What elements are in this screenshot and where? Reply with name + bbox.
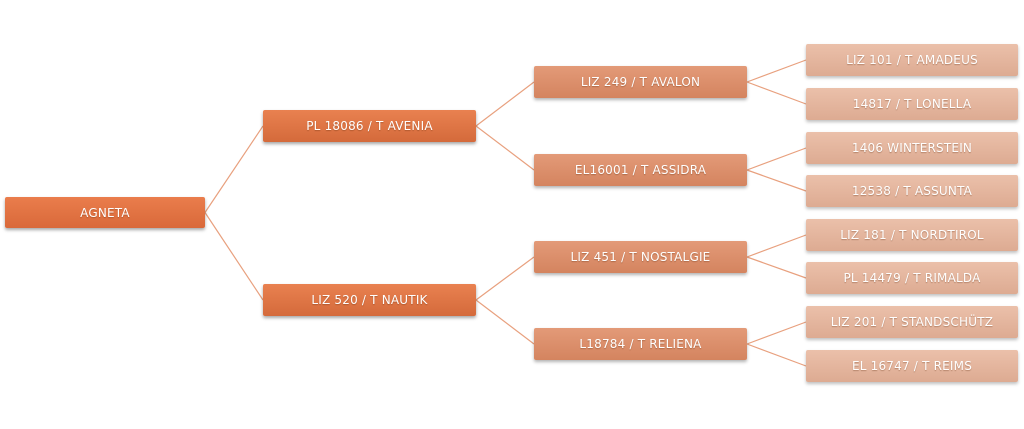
connector-line [746, 256, 807, 279]
node-dam-dam-dam: EL 16747 / T REIMS [806, 350, 1018, 382]
connector-line [746, 343, 807, 367]
connector-line [204, 212, 264, 301]
node-dam-sire: LIZ 451 / T NOSTALGIE [534, 241, 747, 273]
node-sire: PL 18086 / T AVENIA [263, 110, 476, 142]
connector-line [746, 321, 807, 345]
connector-line [746, 147, 807, 171]
connector-line [746, 81, 807, 105]
connector-line [746, 169, 807, 192]
node-dam-sire-sire: LIZ 181 / T NORDTIROL [806, 219, 1018, 251]
node-dam: LIZ 520 / T NAUTIK [263, 284, 476, 316]
node-sire-sire-dam: 14817 / T LONELLA [806, 88, 1018, 120]
connector-line [475, 125, 535, 171]
node-sire-dam: EL16001 / T ASSIDRA [534, 154, 747, 186]
connector-line [475, 299, 535, 345]
node-sire-sire: LIZ 249 / T AVALON [534, 66, 747, 98]
connector-line [746, 234, 807, 258]
connector-line [475, 81, 535, 127]
node-sire-sire-sire: LIZ 101 / T AMADEUS [806, 44, 1018, 76]
node-dam-sire-dam: PL 14479 / T RIMALDA [806, 262, 1018, 294]
node-dam-dam-sire: LIZ 201 / T STANDSCHÜTZ [806, 306, 1018, 338]
connector-line [746, 59, 807, 83]
connector-line [475, 256, 535, 301]
node-sire-dam-dam: 12538 / T ASSUNTA [806, 175, 1018, 207]
node-sire-dam-sire: 1406 WINTERSTEIN [806, 132, 1018, 164]
node-dam-dam: L18784 / T RELIENA [534, 328, 747, 360]
connector-line [204, 125, 264, 213]
node-root: AGNETA [5, 197, 205, 228]
